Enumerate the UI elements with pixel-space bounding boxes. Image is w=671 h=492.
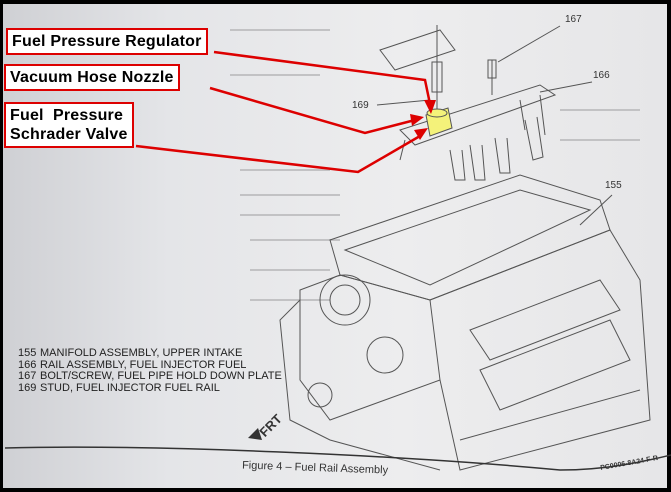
part-number-166: 166	[593, 70, 610, 81]
part-number-155: 155	[605, 180, 622, 191]
schrader-valve-label: Fuel Pressure Schrader Valve	[4, 102, 134, 148]
front-arrow-icon	[248, 428, 262, 440]
part-number-167: 167	[565, 14, 582, 25]
vacuum-hose-nozzle-label: Vacuum Hose Nozzle	[4, 64, 180, 91]
part-number-169: 169	[352, 100, 369, 111]
fuel-pressure-regulator-label: Fuel Pressure Regulator	[6, 28, 208, 55]
